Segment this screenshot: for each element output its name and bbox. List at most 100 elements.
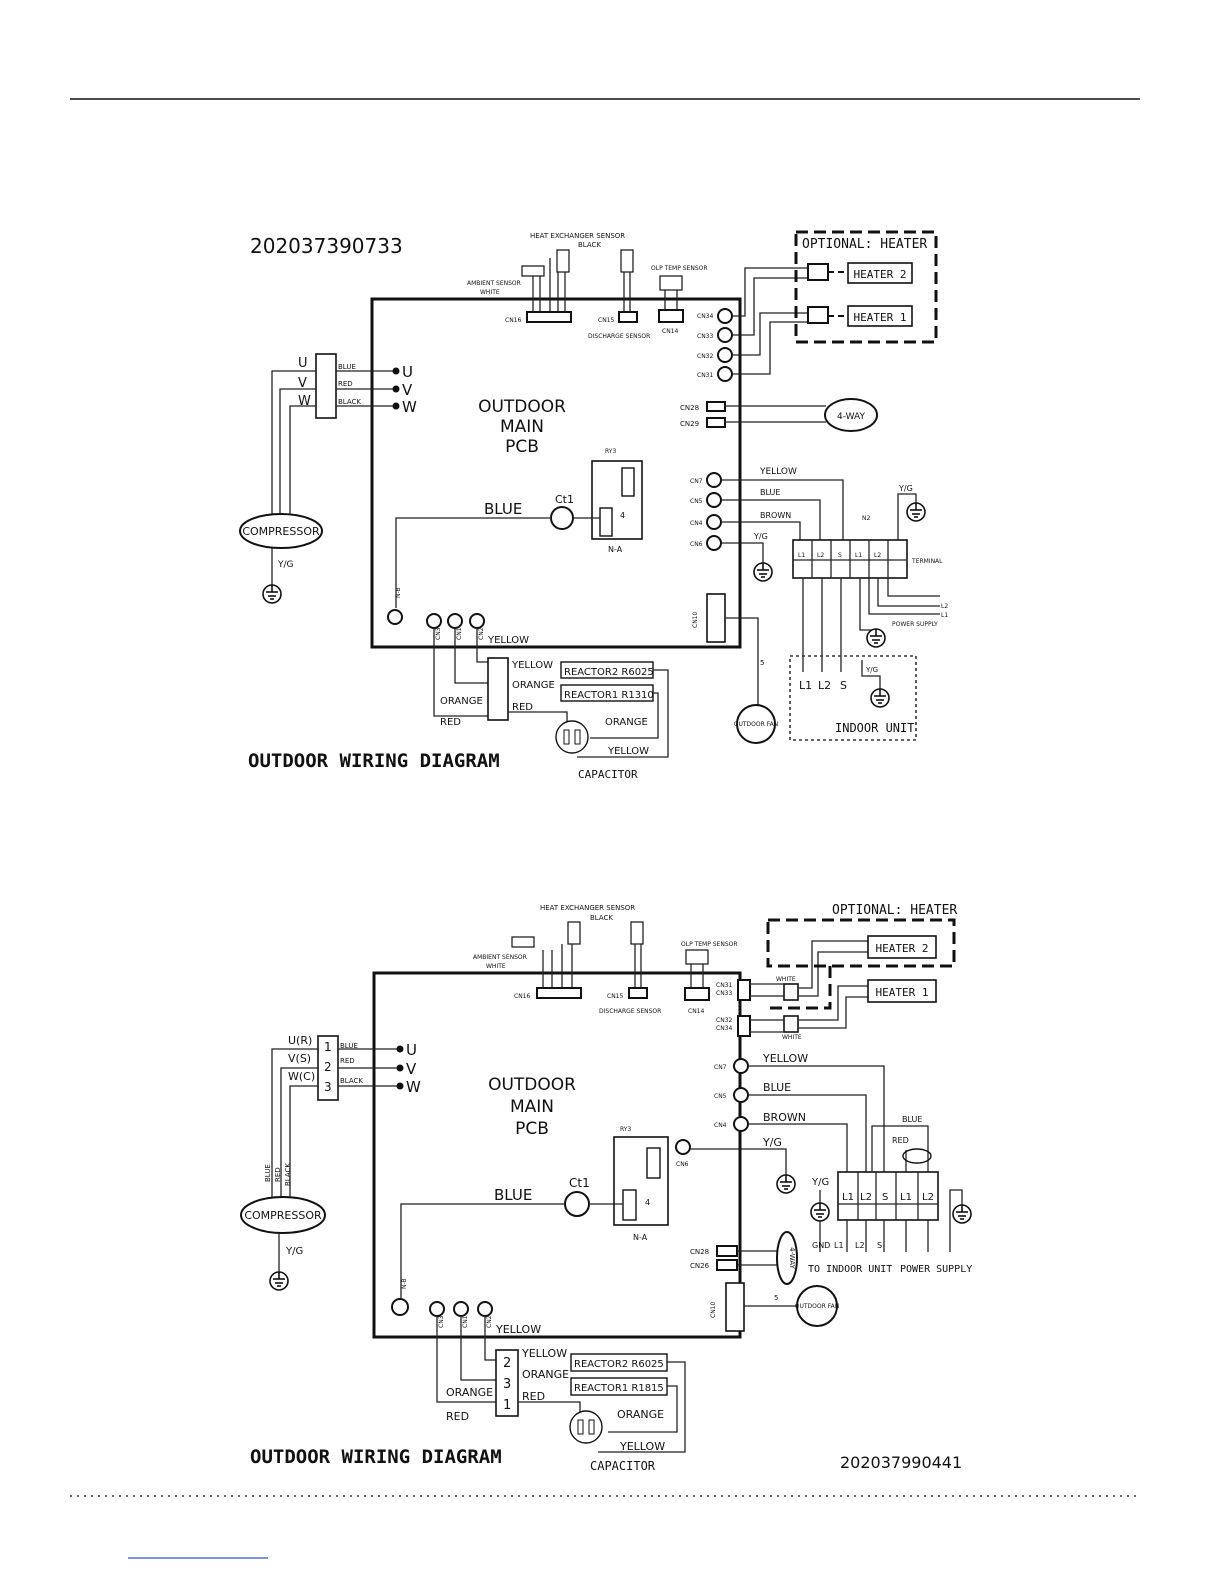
cn2-label: CN2 xyxy=(478,627,485,640)
ry3-coil xyxy=(621,467,635,497)
indoor-top-ground-icon xyxy=(866,628,886,648)
orange-left-label: ORANGE xyxy=(440,696,483,707)
vertical-red: RED xyxy=(274,1167,282,1182)
cn4-label-2: CN4 xyxy=(714,1122,727,1129)
cn10-connector-2 xyxy=(725,1282,745,1332)
cn6-connector-2 xyxy=(675,1139,691,1155)
nb-label: N-B xyxy=(395,587,402,598)
pcb2-w: W xyxy=(406,1078,421,1096)
red-left-label-2: RED xyxy=(446,1410,469,1423)
terminal-pin-l1b: L1 xyxy=(855,552,862,559)
fan-wire xyxy=(725,617,759,706)
cn15-connector xyxy=(618,311,638,323)
indoor-wires-2 xyxy=(819,1190,929,1252)
terminal2-s: S xyxy=(882,1192,888,1203)
terminal-pin-l2b: L2 xyxy=(874,552,881,559)
optional-heater-box-2 xyxy=(766,918,956,968)
ry3-coil-2 xyxy=(646,1147,661,1179)
heat-exchanger-sensor-label-2: HEAT EXCHANGER SENSOR xyxy=(540,904,635,912)
cn26-connector-2 xyxy=(716,1259,738,1271)
heater1-relay-2 xyxy=(783,1015,799,1033)
ps-l1-label: L1 xyxy=(941,612,948,619)
pcb-label-line2: MAIN xyxy=(500,417,544,437)
cn31-label: CN31 xyxy=(697,372,713,379)
wire-yellow-label: YELLOW xyxy=(759,467,797,477)
wire-yg-label: Y/G xyxy=(753,532,768,541)
cn31-cn33-connector xyxy=(737,979,751,1001)
olp-sensor-leads xyxy=(664,290,678,310)
terminal-yg-2: Y/G xyxy=(811,1177,829,1188)
wire-brown-label-2: BROWN xyxy=(763,1111,806,1124)
ambient-sensor-body xyxy=(521,265,545,277)
cn29-connector xyxy=(706,417,726,428)
pcb2-u: U xyxy=(406,1041,417,1059)
capacitor-label: CAPACITOR xyxy=(578,768,638,781)
diagram-1-code: 202037390733 xyxy=(250,234,403,258)
s-bottom: S xyxy=(877,1241,882,1250)
diagram-1-title: OUTDOOR WIRING DIAGRAM xyxy=(248,750,500,772)
cn3-label: CN3 xyxy=(435,627,442,640)
ct1-label: Ct1 xyxy=(555,493,574,506)
heater2-label: HEATER 2 xyxy=(854,268,907,281)
terminal2-l1: L1 xyxy=(842,1192,854,1203)
vertical-black: BLACK xyxy=(284,1163,292,1186)
cn2-label-2: CN2 xyxy=(486,1315,493,1328)
terminal-dividers xyxy=(793,540,907,578)
compressor-yg-label: Y/G xyxy=(277,560,294,570)
pcb-v: V xyxy=(402,381,413,399)
ps-ground-wire xyxy=(949,1189,963,1252)
compressor2-ur: U(R) xyxy=(288,1034,312,1047)
wire-red-v: RED xyxy=(338,380,353,388)
red-small-label: RED xyxy=(892,1136,909,1145)
terminal2-l2b: L2 xyxy=(922,1192,934,1203)
indoor-wires xyxy=(802,578,842,672)
indoor-unit-label: INDOOR UNIT xyxy=(835,721,914,735)
outdoor-fan-label-2: OUTDOOR FAN xyxy=(795,1303,839,1310)
terminal-yg-label: Y/G xyxy=(898,484,913,493)
ct1-sensor-2 xyxy=(564,1191,590,1217)
capacitor-2 xyxy=(569,1410,603,1444)
reactor2-label-2: REACTOR2 R6025 xyxy=(574,1359,664,1370)
cn7-label-2: CN7 xyxy=(714,1064,727,1071)
cap-yellow-label: YELLOW xyxy=(607,746,649,757)
cn34-label-2: CN34 xyxy=(716,1025,732,1032)
u-dot xyxy=(392,367,400,375)
orange-left-label-2: ORANGE xyxy=(446,1386,493,1399)
reactor-pin-2: 2 xyxy=(503,1356,511,1371)
cn28-connector-2 xyxy=(716,1245,738,1257)
compressor-terminal xyxy=(315,353,337,419)
cn3-connector-2 xyxy=(429,1301,445,1317)
reactor2-label: REACTOR2 R6025 xyxy=(564,667,654,678)
na-label: N-A xyxy=(608,545,623,554)
compressor-ground-icon-2 xyxy=(269,1271,289,1291)
diagram-2-code: 202037990441 xyxy=(840,1453,962,1472)
wire-blue-label-2: BLUE xyxy=(763,1081,791,1094)
reactor-red-label-2: RED xyxy=(522,1390,545,1403)
cn3-connector xyxy=(426,613,442,629)
reactor-pin-1: 1 xyxy=(503,1398,511,1413)
heater2-label-2: HEATER 2 xyxy=(876,942,929,955)
ry3-label: RY3 xyxy=(605,448,616,455)
pcb-board-2 xyxy=(372,971,742,1339)
cn31-connector xyxy=(717,366,733,382)
cn2-connector-2 xyxy=(477,1301,493,1317)
pcb2-label-line2: MAIN xyxy=(510,1097,554,1117)
cn16-label: CN16 xyxy=(505,317,521,324)
indoor-yg-label: Y/G xyxy=(865,666,878,674)
cn6-label-2: CN6 xyxy=(676,1161,689,1168)
capacitor-2-pin-1 xyxy=(577,1419,584,1435)
cn15-label-2: CN15 xyxy=(607,993,623,1000)
nb-connector xyxy=(387,609,403,625)
compressor-u: U xyxy=(298,356,308,371)
fan-wire-count: 5 xyxy=(760,659,764,667)
fan-wire-count-2: 5 xyxy=(774,1294,778,1302)
terminal-pin-s: S xyxy=(838,552,842,559)
reactor-red-label: RED xyxy=(512,702,533,713)
reactor-terminal-2 xyxy=(495,1349,519,1417)
pcb2-label-line3: PCB xyxy=(515,1119,549,1139)
cn28-label: CN28 xyxy=(680,404,699,412)
ry3-pin-4-2: 4 xyxy=(645,1198,650,1207)
pcb-label-line3: PCB xyxy=(505,437,539,457)
cn10-connector xyxy=(706,593,726,643)
